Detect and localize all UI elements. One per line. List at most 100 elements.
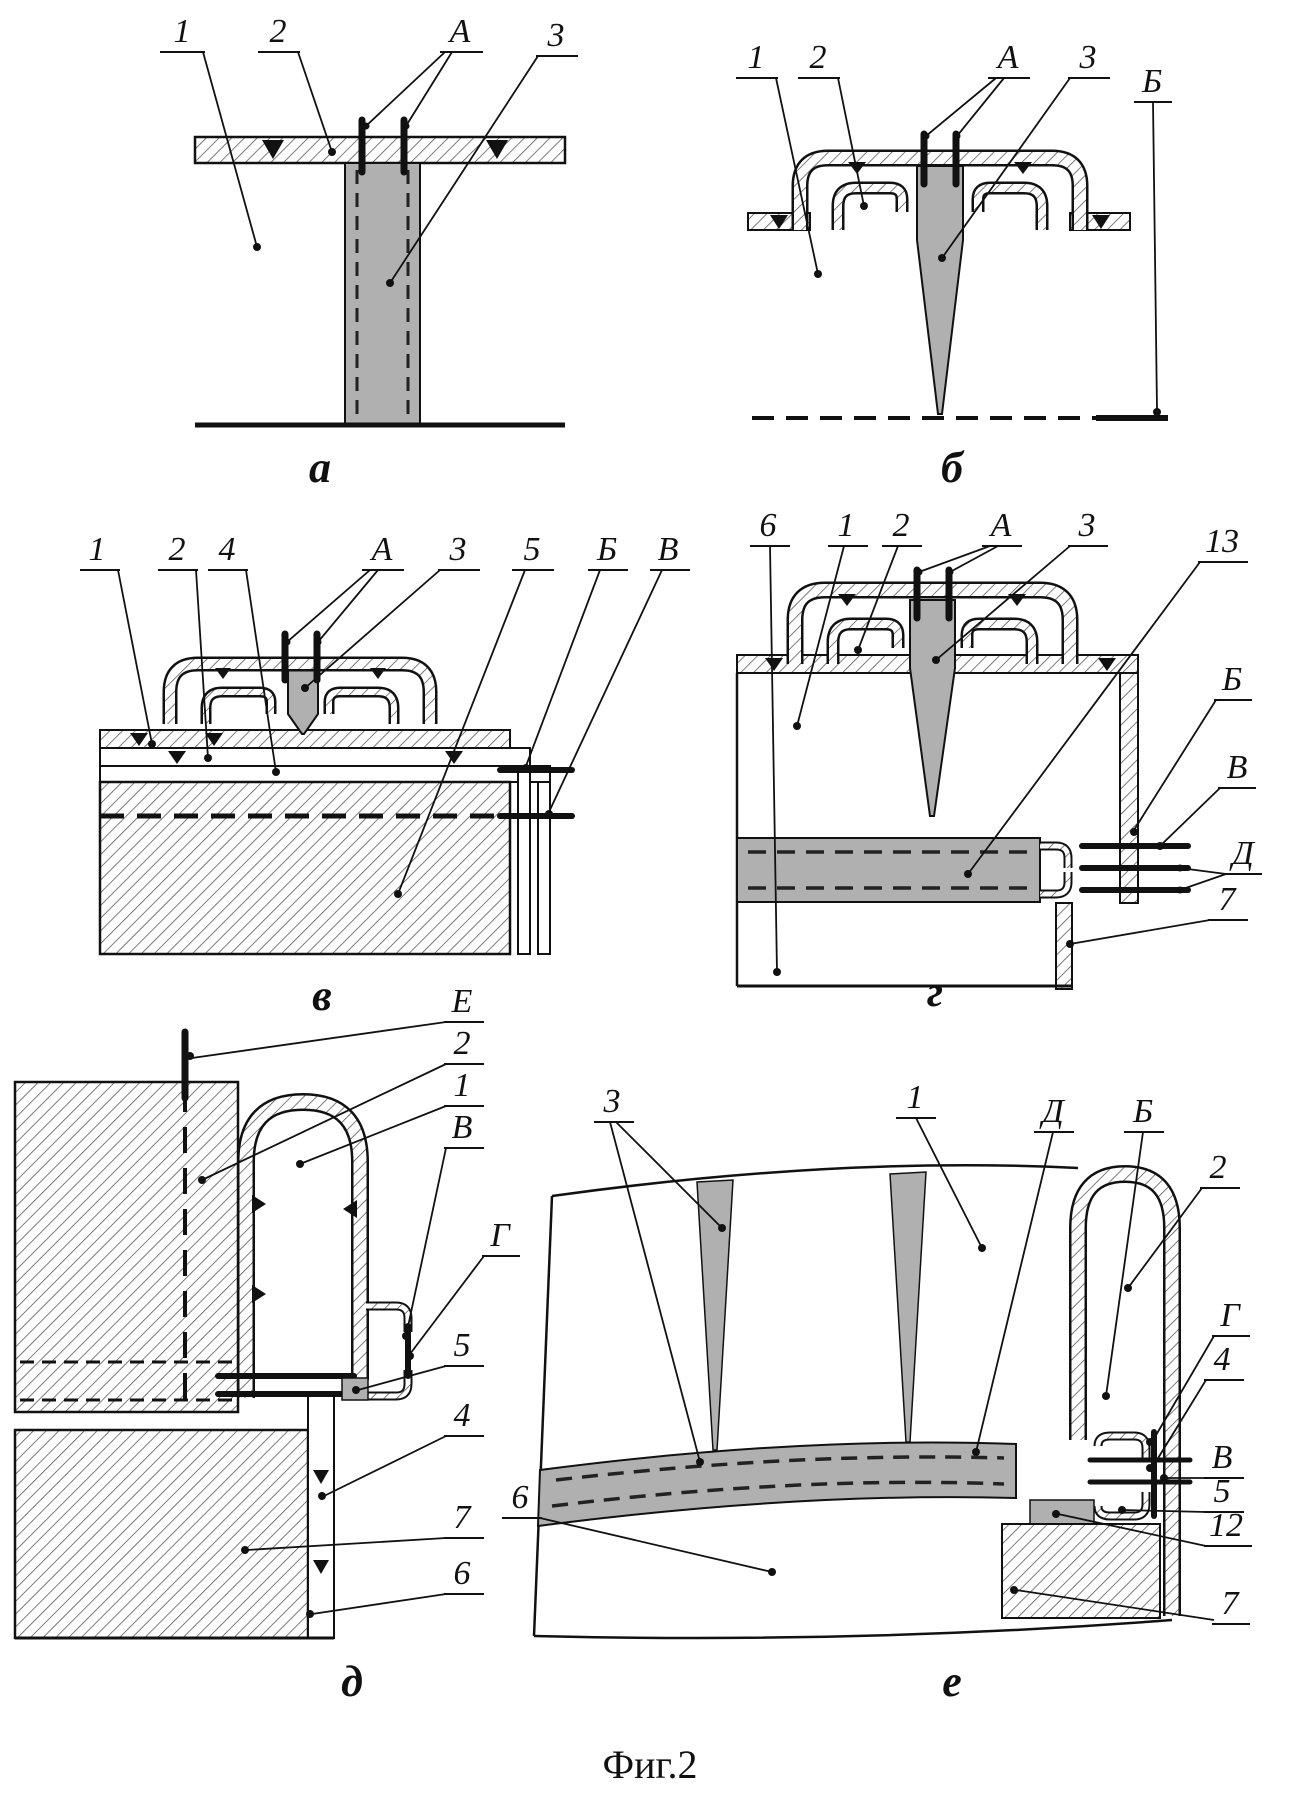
weld-mark [838, 594, 856, 606]
callout-2: 2 [1124, 1149, 1240, 1292]
callout-label: 2 [454, 1025, 471, 1062]
callout-3: 3 [932, 507, 1108, 664]
callout-label: 1 [748, 39, 765, 76]
callout-label: А [989, 507, 1012, 544]
callout-A: А [283, 531, 404, 646]
seam-hook [206, 692, 271, 724]
callout-label: 7 [1222, 1585, 1241, 1622]
callout-7: 7 [241, 1499, 484, 1554]
callout-2: 2 [198, 1025, 484, 1184]
callout-label: Б [596, 531, 617, 568]
callout-B: Б [1134, 63, 1172, 416]
weld-mark [1014, 162, 1032, 174]
figure-title: Фиг.2 [603, 1742, 698, 1787]
callout-label: 2 [810, 39, 827, 76]
weld-mark [168, 751, 186, 764]
callout-label: 12 [1209, 1507, 1243, 1544]
hatched-block [13, 1080, 240, 1414]
callout-label: Б [1221, 661, 1242, 698]
callout-label: 3 [1079, 39, 1097, 76]
callout-label: 5 [1214, 1473, 1231, 1510]
weld-mark [252, 1285, 266, 1303]
callout-2: 2 [798, 39, 868, 210]
panel-left-edge [532, 1195, 554, 1637]
callout-4: 4 [208, 531, 280, 776]
callout-label: В [1227, 749, 1248, 786]
panel-caption-v: в [312, 971, 332, 1020]
callout-12: 12 [1052, 1507, 1252, 1547]
seam-hook [838, 188, 902, 230]
sheet-layer [99, 747, 531, 767]
callout-label: 1 [454, 1067, 471, 1104]
panel-caption-d: д [341, 1657, 363, 1706]
callout-5: 5 [1118, 1473, 1244, 1514]
callout-7: 7 [1010, 1585, 1250, 1625]
callout-E: Е [186, 983, 484, 1060]
callout-A: А [922, 39, 1030, 140]
callout-D: Д [972, 1093, 1074, 1456]
callout-label: А [996, 39, 1019, 76]
clamp-hook [366, 1306, 408, 1332]
callout-B: Б [522, 531, 628, 772]
sealant-band [536, 1441, 1017, 1528]
weld-mark [765, 658, 783, 671]
callout-label: 3 [1078, 507, 1096, 544]
panel-caption-a: а [309, 443, 331, 492]
callout-label: 4 [454, 1397, 471, 1434]
weld-mark [262, 140, 284, 159]
panel-top-edge [551, 1163, 1079, 1198]
weld-mark [370, 668, 386, 679]
hatched-block [1001, 1523, 1161, 1619]
callout-B: Б [1102, 1093, 1164, 1400]
callout-V: В [1156, 749, 1256, 850]
callout-label: 5 [454, 1327, 471, 1364]
callout-A: А [362, 13, 483, 130]
clamp-hook [1098, 1436, 1146, 1460]
callout-A: А [915, 507, 1022, 576]
callout-label: Е [451, 983, 473, 1020]
panel-b: 1 2 А 3 Б б [736, 39, 1172, 492]
callout-label: 6 [760, 507, 777, 544]
callout-1: 1 [296, 1067, 484, 1168]
panel-caption-g: г [927, 967, 943, 1016]
callout-3: 3 [594, 1083, 726, 1466]
callout-label: 2 [270, 13, 287, 50]
callout-label: 4 [219, 531, 236, 568]
callout-label: 3 [603, 1083, 621, 1120]
callout-5: 5 [352, 1327, 484, 1394]
callout-1: 1 [160, 13, 261, 251]
callout-1: 1 [896, 1079, 986, 1252]
hidden-edge-dashed [555, 1455, 1005, 1482]
callout-label: 7 [454, 1499, 473, 1536]
callout-label: 6 [454, 1555, 471, 1592]
sheet-layer [99, 765, 551, 783]
callout-label: 1 [89, 531, 106, 568]
hidden-edge-dashed [551, 1480, 1005, 1508]
vertical-sheet [517, 765, 531, 955]
callout-label: Г [489, 1217, 511, 1254]
weld-mark [486, 140, 508, 159]
callout-label: 1 [907, 1079, 924, 1116]
vertical-sheet [307, 1395, 335, 1639]
panel-bottom-edge [533, 1618, 1173, 1640]
callout-1: 1 [793, 507, 868, 730]
hatched-block [98, 780, 512, 956]
weld-mark [445, 751, 463, 764]
callout-label: 2 [893, 507, 910, 544]
weld-mark [770, 215, 788, 229]
callout-G: Г [1146, 1297, 1250, 1446]
callout-1: 1 [80, 531, 156, 748]
callout-label: 2 [169, 531, 186, 568]
weld-mark [343, 1200, 357, 1218]
callout-label: Г [1219, 1297, 1241, 1334]
callout-label: 3 [547, 17, 565, 54]
weld-mark [313, 1560, 329, 1574]
callout-label: 7 [1219, 881, 1238, 918]
hatched-block [13, 1428, 310, 1640]
callout-13: 13 [964, 523, 1248, 878]
sealant-band [736, 837, 1041, 903]
callout-label: Б [1141, 63, 1162, 100]
callout-7: 7 [1066, 881, 1248, 948]
